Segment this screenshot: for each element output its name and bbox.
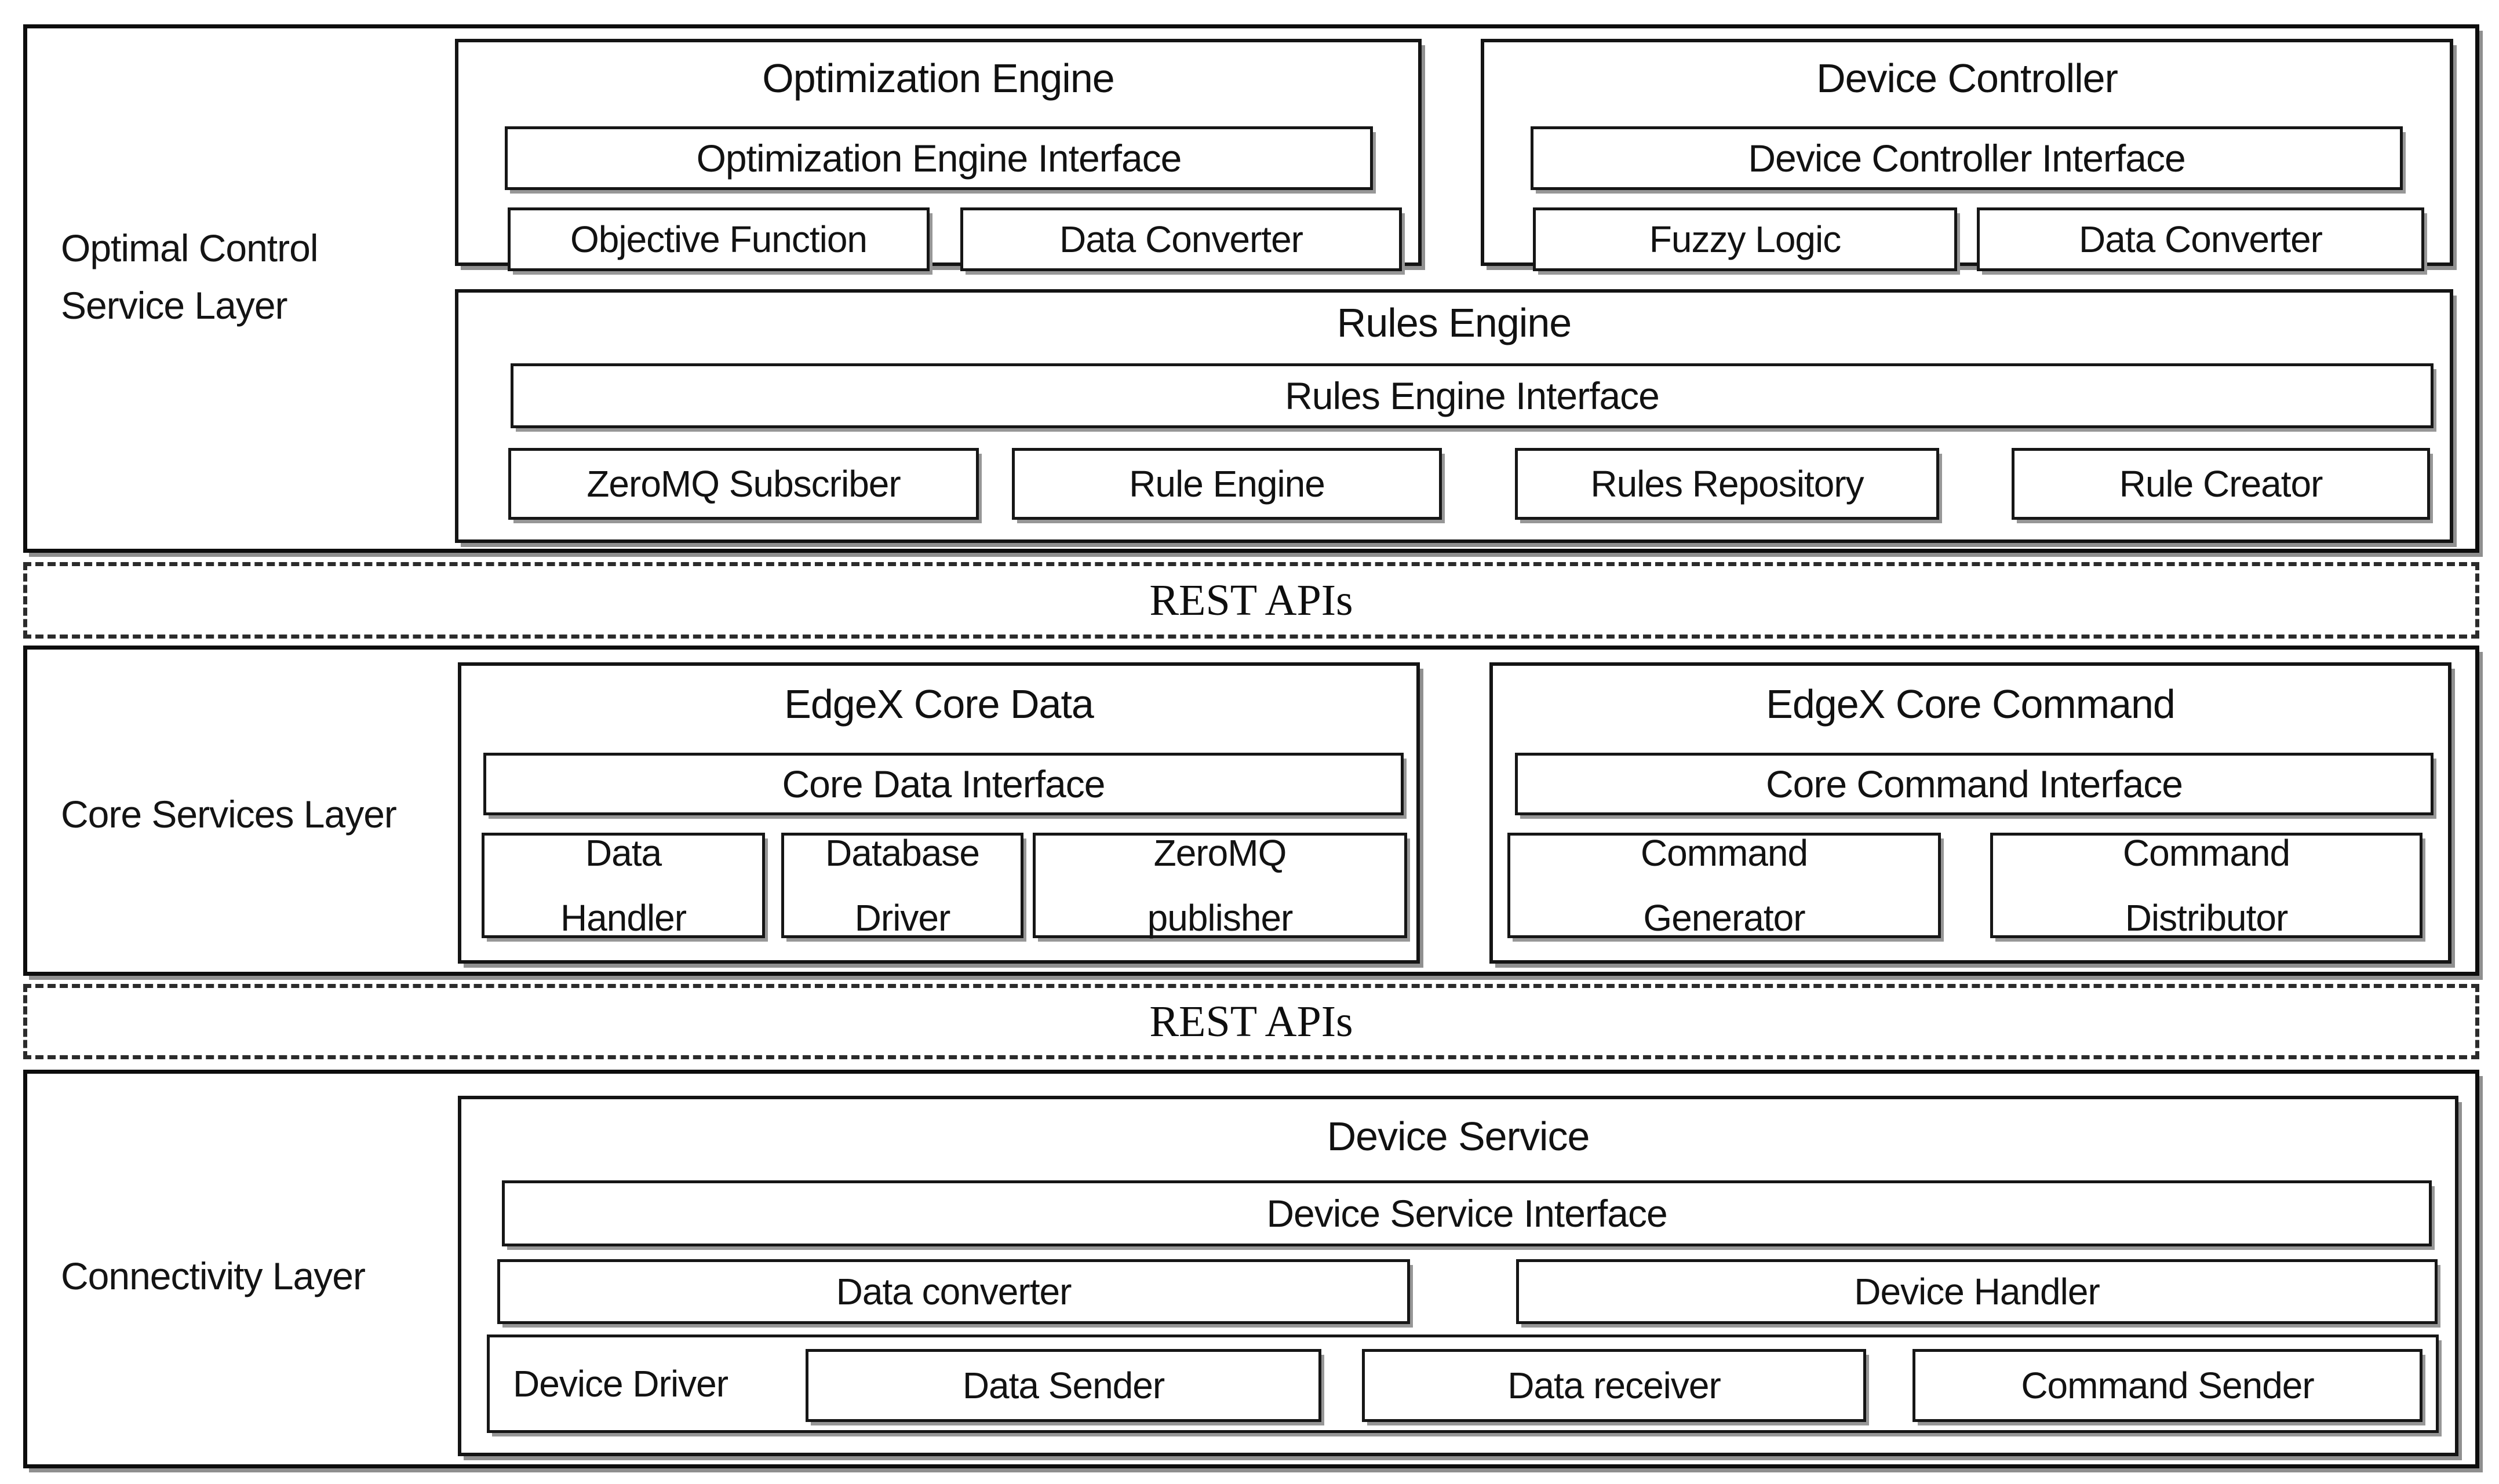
- layer-label-optimal-control: Optimal Control Service Layer: [61, 227, 319, 327]
- device-controller-interface-label: Device Controller Interface: [1748, 137, 2185, 180]
- edgex-core-data-title: EdgeX Core Data: [784, 681, 1094, 727]
- layer-label-core-services: Core Services Layer: [61, 793, 397, 836]
- device-service-title: Device Service: [1327, 1114, 1590, 1159]
- rule-engine-module: Rule Engine: [1012, 448, 1442, 520]
- command-distributor-module: Command Distributor: [1990, 832, 2422, 939]
- database-driver-module: Database Driver: [781, 832, 1023, 939]
- optimal-control-service-layer: Optimal Control Service Layer Optimizati…: [23, 24, 2479, 553]
- edgex-core-command-panel: EdgeX Core Command Core Command Interfac…: [1489, 662, 2451, 964]
- core-command-interface-label: Core Command Interface: [1766, 763, 2183, 805]
- rest-apis-band-bottom: REST APIs: [23, 984, 2479, 1059]
- ds-data-converter-module: Data converter: [497, 1259, 1410, 1324]
- command-generator-module: Command Generator: [1507, 832, 1941, 939]
- command-sender-module: Command Sender: [1913, 1349, 2422, 1422]
- device-controller-title: Device Controller: [1816, 56, 2118, 101]
- device-driver-group: Device Driver Data Sender Data receiver …: [487, 1334, 2439, 1433]
- core-data-interface-bar: Core Data Interface: [483, 753, 1404, 815]
- data-handler-module: Data Handler: [482, 832, 765, 939]
- device-service-interface-bar: Device Service Interface: [502, 1180, 2432, 1246]
- dc-data-converter-module: Data Converter: [1977, 207, 2424, 271]
- connectivity-layer: Connectivity Layer Device Service Device…: [23, 1070, 2479, 1468]
- edgex-core-command-title: EdgeX Core Command: [1766, 681, 2176, 727]
- core-command-interface-bar: Core Command Interface: [1515, 753, 2434, 815]
- rules-engine-panel: Rules Engine Rules Engine Interface Zero…: [455, 289, 2453, 543]
- edgex-core-data-panel: EdgeX Core Data Core Data Interface Data…: [458, 662, 1420, 964]
- rules-engine-interface-bar: Rules Engine Interface: [511, 363, 2434, 428]
- optimization-engine-panel: Optimization Engine Optimization Engine …: [455, 39, 1422, 271]
- rules-repository-module: Rules Repository: [1515, 448, 1939, 520]
- objective-function-module: Objective Function: [508, 207, 930, 271]
- device-driver-label: Device Driver: [513, 1363, 728, 1405]
- core-services-layer: Core Services Layer EdgeX Core Data Core…: [23, 646, 2479, 976]
- optimization-engine-title: Optimization Engine: [762, 56, 1114, 101]
- data-sender-module: Data Sender: [806, 1349, 1321, 1422]
- device-handler-module: Device Handler: [1516, 1259, 2438, 1324]
- fuzzy-logic-module: Fuzzy Logic: [1533, 207, 1957, 271]
- device-service-panel: Device Service Device Service Interface …: [458, 1096, 2458, 1456]
- data-receiver-module: Data receiver: [1362, 1349, 1866, 1422]
- rest-apis-band-top: REST APIs: [23, 562, 2479, 639]
- zeromq-subscriber-module: ZeroMQ Subscriber: [508, 448, 979, 520]
- rest-apis-bottom-label: REST APIs: [1149, 997, 1353, 1046]
- core-data-interface-label: Core Data Interface: [782, 763, 1106, 805]
- rest-apis-top-label: REST APIs: [1149, 575, 1353, 625]
- rules-engine-interface-label: Rules Engine Interface: [1285, 374, 1660, 417]
- layer-label-connectivity: Connectivity Layer: [61, 1255, 366, 1297]
- rules-engine-title: Rules Engine: [1336, 300, 1572, 345]
- device-controller-panel: Device Controller Device Controller Inte…: [1481, 39, 2453, 271]
- zeromq-publisher-module: ZeroMQ publisher: [1033, 832, 1407, 939]
- optimization-engine-interface-bar: Optimization Engine Interface: [505, 126, 1373, 190]
- opt-data-converter-module: Data Converter: [960, 207, 1402, 271]
- optimization-engine-interface-label: Optimization Engine Interface: [696, 137, 1182, 180]
- rule-creator-module: Rule Creator: [2012, 448, 2430, 520]
- device-controller-interface-bar: Device Controller Interface: [1531, 126, 2403, 190]
- device-service-interface-label: Device Service Interface: [1266, 1192, 1667, 1235]
